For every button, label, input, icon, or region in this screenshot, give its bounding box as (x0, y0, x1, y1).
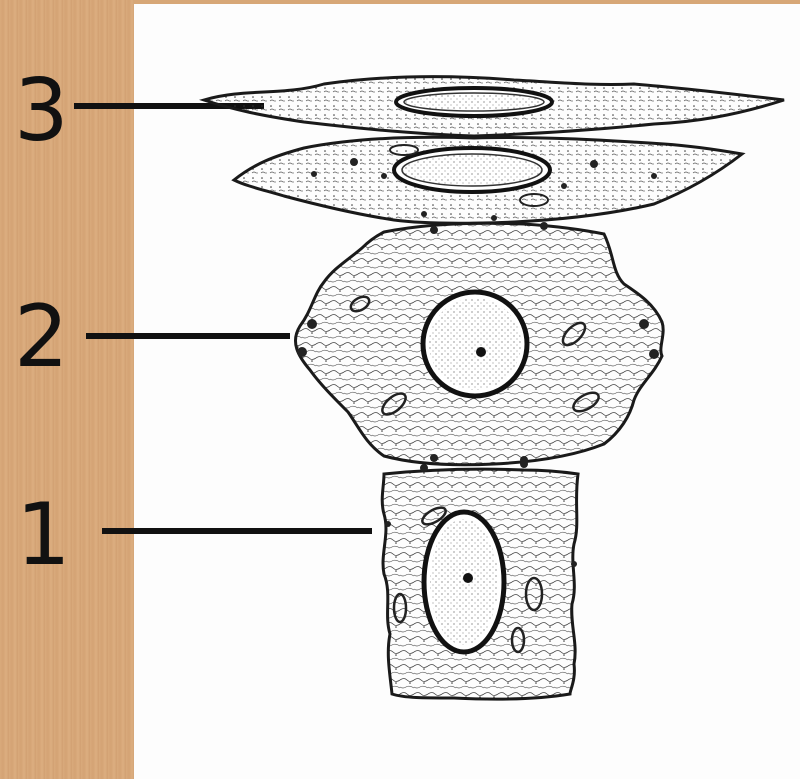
label-3: 3 (14, 68, 69, 154)
layer-3-flat-cell-top (204, 77, 784, 136)
layer-3-flat-cell-lower (234, 137, 742, 223)
cell-layers-illustration (134, 4, 800, 779)
label-1: 1 (16, 492, 71, 578)
label-2: 2 (14, 294, 69, 380)
layer-1-basal-cell (382, 460, 578, 699)
layer-2-spiny-cell (295, 222, 663, 465)
